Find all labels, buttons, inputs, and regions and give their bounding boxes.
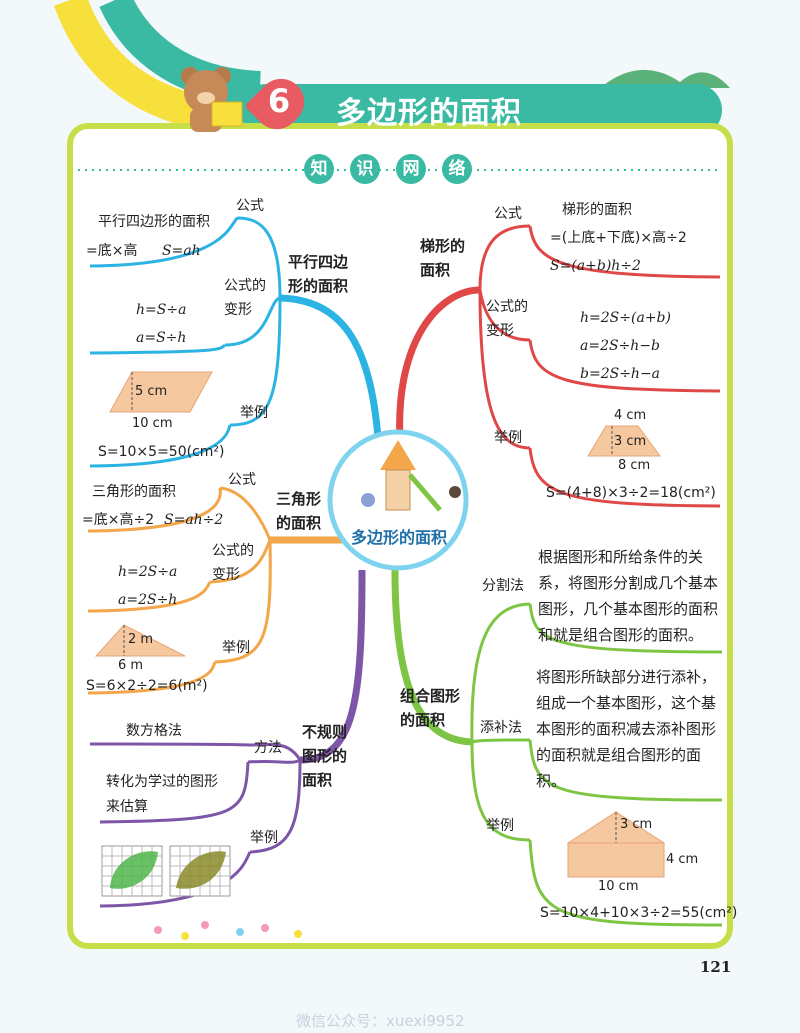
triangle-example-calc: S=6×2÷2=6(m²) (86, 678, 208, 694)
teal-header-arc (99, 0, 261, 105)
irregular-method2: 转化为学过的图形 来估算 (106, 774, 218, 816)
trapezoid-formula-label: 公式 (494, 206, 522, 222)
triangle-branch-lines (87, 486, 360, 695)
composite-example-base: 10 cm (598, 879, 639, 894)
parallelogram-formula-line1: 平行四边形的面积 (98, 214, 210, 230)
triangle-example-base: 6 m (118, 658, 144, 673)
trapezoid-branch-lines (396, 224, 721, 508)
section-title: 知 识 网 络 (304, 154, 472, 184)
composite-example-rect-h: 4 cm (666, 852, 699, 867)
irregular-method-label: 方法 (254, 740, 282, 756)
triangle-example-height: 2 m (128, 632, 154, 647)
parallelogram-transform-label: 公式的 变形 (224, 278, 266, 318)
composite-example-calc: S=10×4+10×3÷2=55(cm²) (540, 905, 738, 921)
composite-branch-label: 组合图形 的面积 (400, 687, 461, 729)
parallelogram-transform2: a=S÷h (136, 330, 187, 346)
irregular-branch-lines (89, 569, 366, 908)
irregular-example-label: 举例 (250, 830, 278, 846)
flowers-decoration (154, 921, 302, 940)
composite-branch-lines (391, 569, 723, 927)
composite-fill-text: 将图形所缺部分进行添补，组成一个基本图形，这个基本图形的面积减去添补图形的面积就… (536, 668, 717, 790)
trapezoid-example-top: 4 cm (614, 408, 647, 423)
grid-example-1 (101, 845, 163, 897)
chapter-number: 6 (267, 82, 291, 120)
parallelogram-transform1: h=S÷a (136, 302, 187, 318)
trapezoid-shape (587, 425, 661, 457)
trapezoid-formula-line1: 梯形的面积 (562, 202, 632, 218)
trapezoid-example-bottom: 8 cm (618, 458, 651, 473)
triangle-formula-line2b: S=ah÷2 (164, 512, 224, 528)
trapezoid-formula-line2: =(上底+下底)×高÷2 (550, 230, 687, 246)
trapezoid-branch-label: 梯形的 面积 (420, 237, 466, 279)
grid-example-2 (169, 845, 231, 897)
section-title-char: 络 (442, 154, 472, 184)
trapezoid-transform-label: 公式的 变形 (486, 299, 528, 339)
trapezoid-example-calc: S=(4+8)×3÷2=18(cm²) (546, 485, 716, 501)
hills-decoration (600, 69, 730, 88)
irregular-method1: 数方格法 (126, 723, 182, 739)
chapter-title: 多边形的面积 (336, 96, 522, 131)
triangle-example-label: 举例 (222, 640, 250, 656)
parallelogram-example-base: 10 cm (132, 416, 173, 431)
center-label: 多边形的面积 (350, 528, 447, 547)
trapezoid-transform1: h=2S÷(a+b) (580, 310, 671, 326)
parallelogram-example-height: 5 cm (135, 384, 168, 399)
trapezoid-transform2: a=2S÷h−b (580, 338, 661, 354)
parallelogram-example-calc: S=10×5=50(cm²) (98, 444, 225, 460)
bear-reading-mascot (181, 67, 243, 132)
trapezoid-example-label: 举例 (494, 430, 522, 446)
watermark: 微信公众号：xuexi9952 (296, 1012, 465, 1030)
triangle-shape (94, 624, 186, 657)
parallelogram-formula-line2b: S=ah (162, 243, 201, 259)
triangle-formula-line2a: =底×高÷2 (82, 512, 155, 528)
composite-split-text: 根据图形和所给条件的关系，将图形分割成几个基本图形，几个基本图形的面积和就是组合… (538, 548, 719, 644)
triangle-formula-label: 公式 (228, 472, 256, 488)
triangle-branch-label: 三角形 的面积 (276, 490, 322, 532)
section-title-char: 识 (350, 154, 380, 184)
parallelogram-example-label: 举例 (240, 405, 268, 421)
parallelogram-formula-label: 公式 (236, 198, 264, 214)
parallelogram-branch-label: 平行四边 形的面积 (288, 253, 349, 295)
composite-fill-label: 添补法 (480, 720, 522, 736)
triangle-transform1: h=2S÷a (118, 564, 178, 580)
parallelogram-branch-lines (89, 216, 382, 468)
triangle-transform2: a=2S÷h (118, 592, 178, 608)
section-title-char: 网 (396, 154, 426, 184)
trapezoid-formula-line3: S=(a+b)h÷2 (550, 258, 641, 274)
triangle-transform-label: 公式的 变形 (212, 543, 254, 583)
trapezoid-transform3: b=2S÷h−a (580, 366, 661, 382)
triangle-formula-line1: 三角形的面积 (92, 484, 176, 500)
trapezoid-example-height: 3 cm (614, 434, 647, 449)
section-title-char: 知 (304, 154, 334, 184)
composite-example-triangle-h: 3 cm (620, 817, 653, 832)
composite-split-label: 分割法 (482, 578, 524, 594)
page-number: 121 (700, 958, 732, 976)
parallelogram-shape (109, 371, 213, 413)
irregular-branch-label: 不规则 图形的 面积 (302, 723, 348, 789)
parallelogram-formula-line2a: =底×高 (86, 243, 138, 259)
composite-example-label: 举例 (486, 818, 514, 834)
composite-rectangle (567, 842, 665, 878)
playground-illustration (361, 440, 461, 512)
